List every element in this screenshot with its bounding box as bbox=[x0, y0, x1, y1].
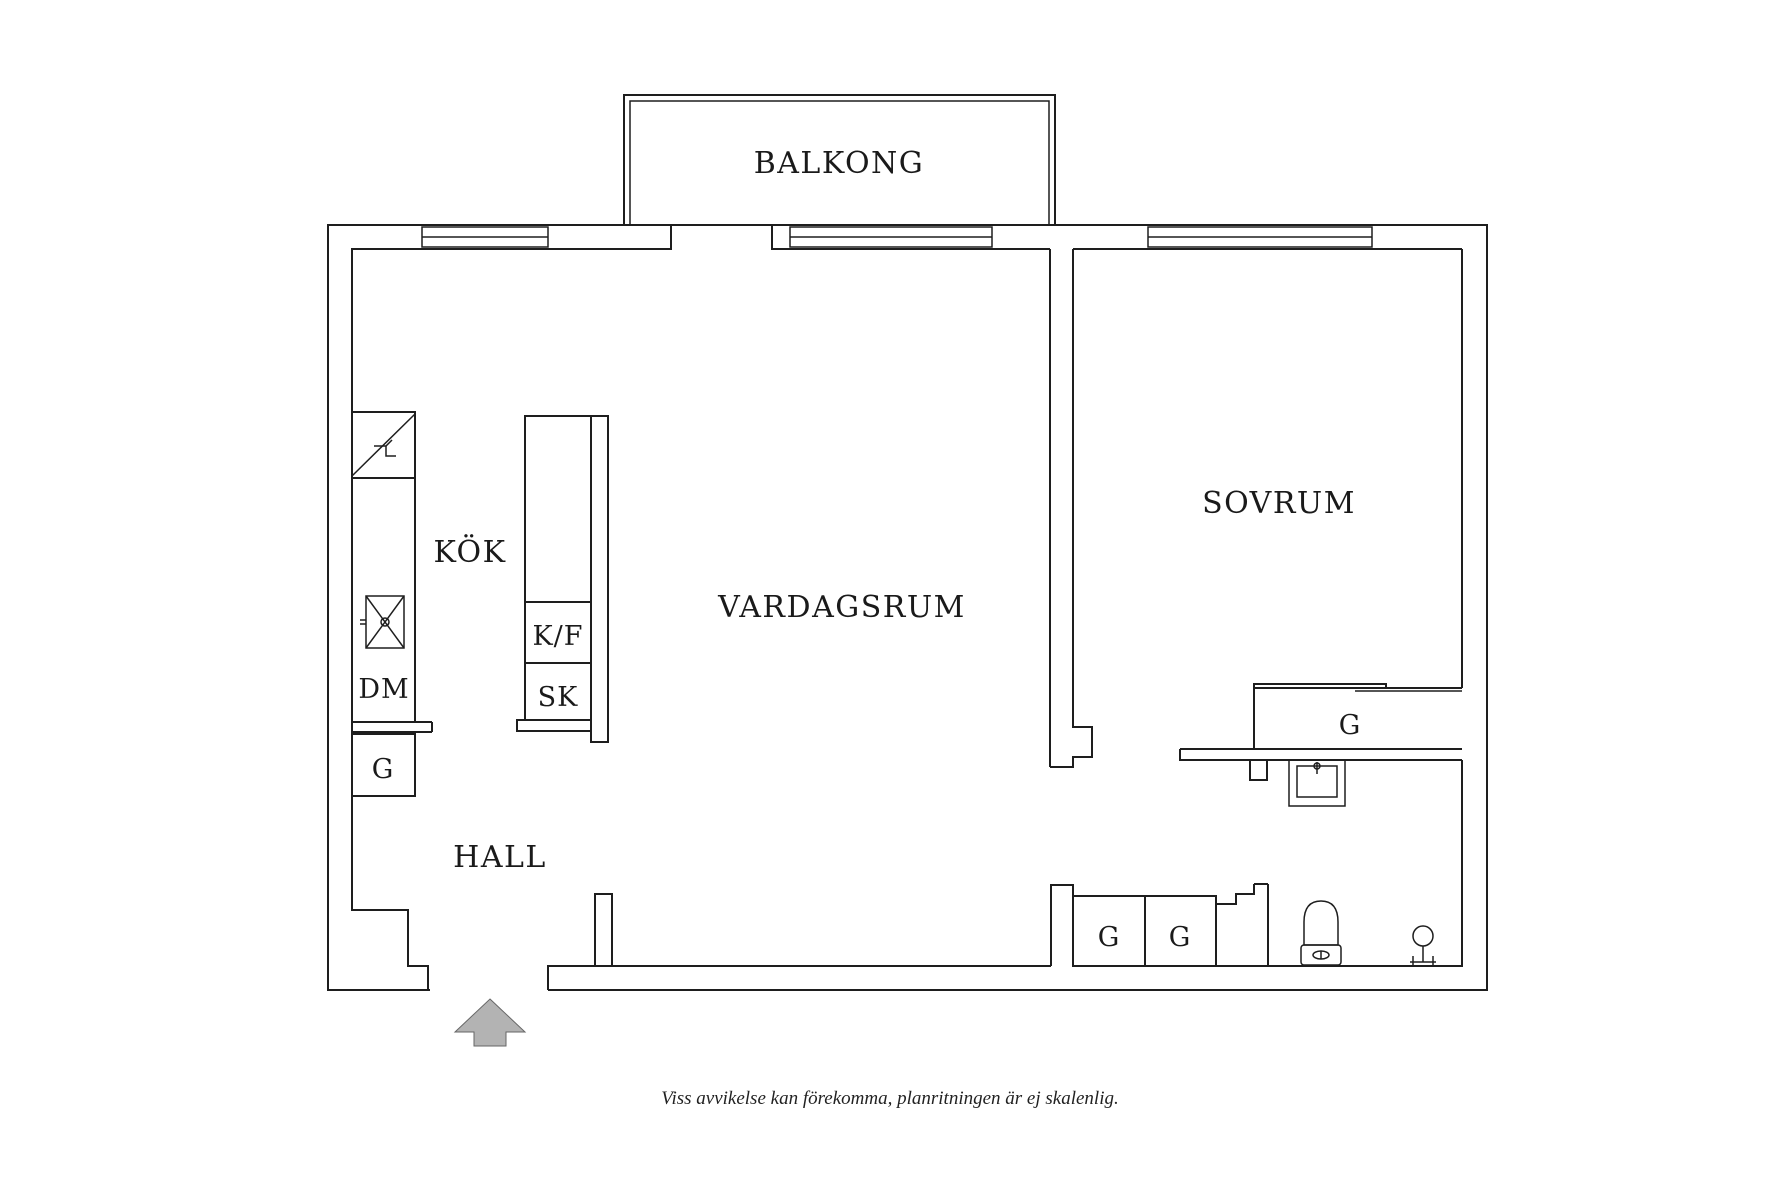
kitchen-right-counter bbox=[516, 415, 609, 743]
fixture-label-wardrobe-right: G bbox=[1169, 922, 1192, 953]
room-label-bedroom: SOVRUM bbox=[1202, 486, 1356, 521]
fixture-label-dishwasher: DM bbox=[358, 674, 409, 705]
room-label-living-room: VARDAGSRUM bbox=[717, 590, 966, 625]
fixture-label-wardrobe-hall: G bbox=[372, 754, 395, 785]
fixture-label-wardrobe-bedroom: G bbox=[1339, 710, 1362, 741]
sink-icon bbox=[1288, 759, 1346, 807]
shower-icon bbox=[1410, 925, 1436, 966]
balcony bbox=[623, 94, 1056, 225]
stove-icon bbox=[360, 595, 405, 649]
windows bbox=[421, 226, 1373, 248]
bedroom-wardrobe bbox=[1179, 683, 1462, 761]
bathroom-walls bbox=[1216, 759, 1269, 966]
disclaimer-text: Viss avvikelse kan förekomma, planritnin… bbox=[661, 1088, 1119, 1109]
fixture-label-wardrobe-left: G bbox=[1098, 922, 1121, 953]
room-label-balcony: BALKONG bbox=[754, 146, 925, 181]
kitchen-left-counter bbox=[351, 411, 433, 733]
fixture-label-fridge-freezer: K/F bbox=[532, 621, 583, 652]
room-label-kitchen: KÖK bbox=[433, 534, 506, 570]
storage-double bbox=[1050, 884, 1217, 967]
wardrobe-hall bbox=[351, 733, 416, 797]
room-label-hall: HALL bbox=[453, 840, 547, 875]
fixture-label-cabinet: SK bbox=[538, 682, 579, 713]
entrance-arrow-icon bbox=[453, 998, 527, 1047]
toilet-icon bbox=[1300, 900, 1342, 966]
